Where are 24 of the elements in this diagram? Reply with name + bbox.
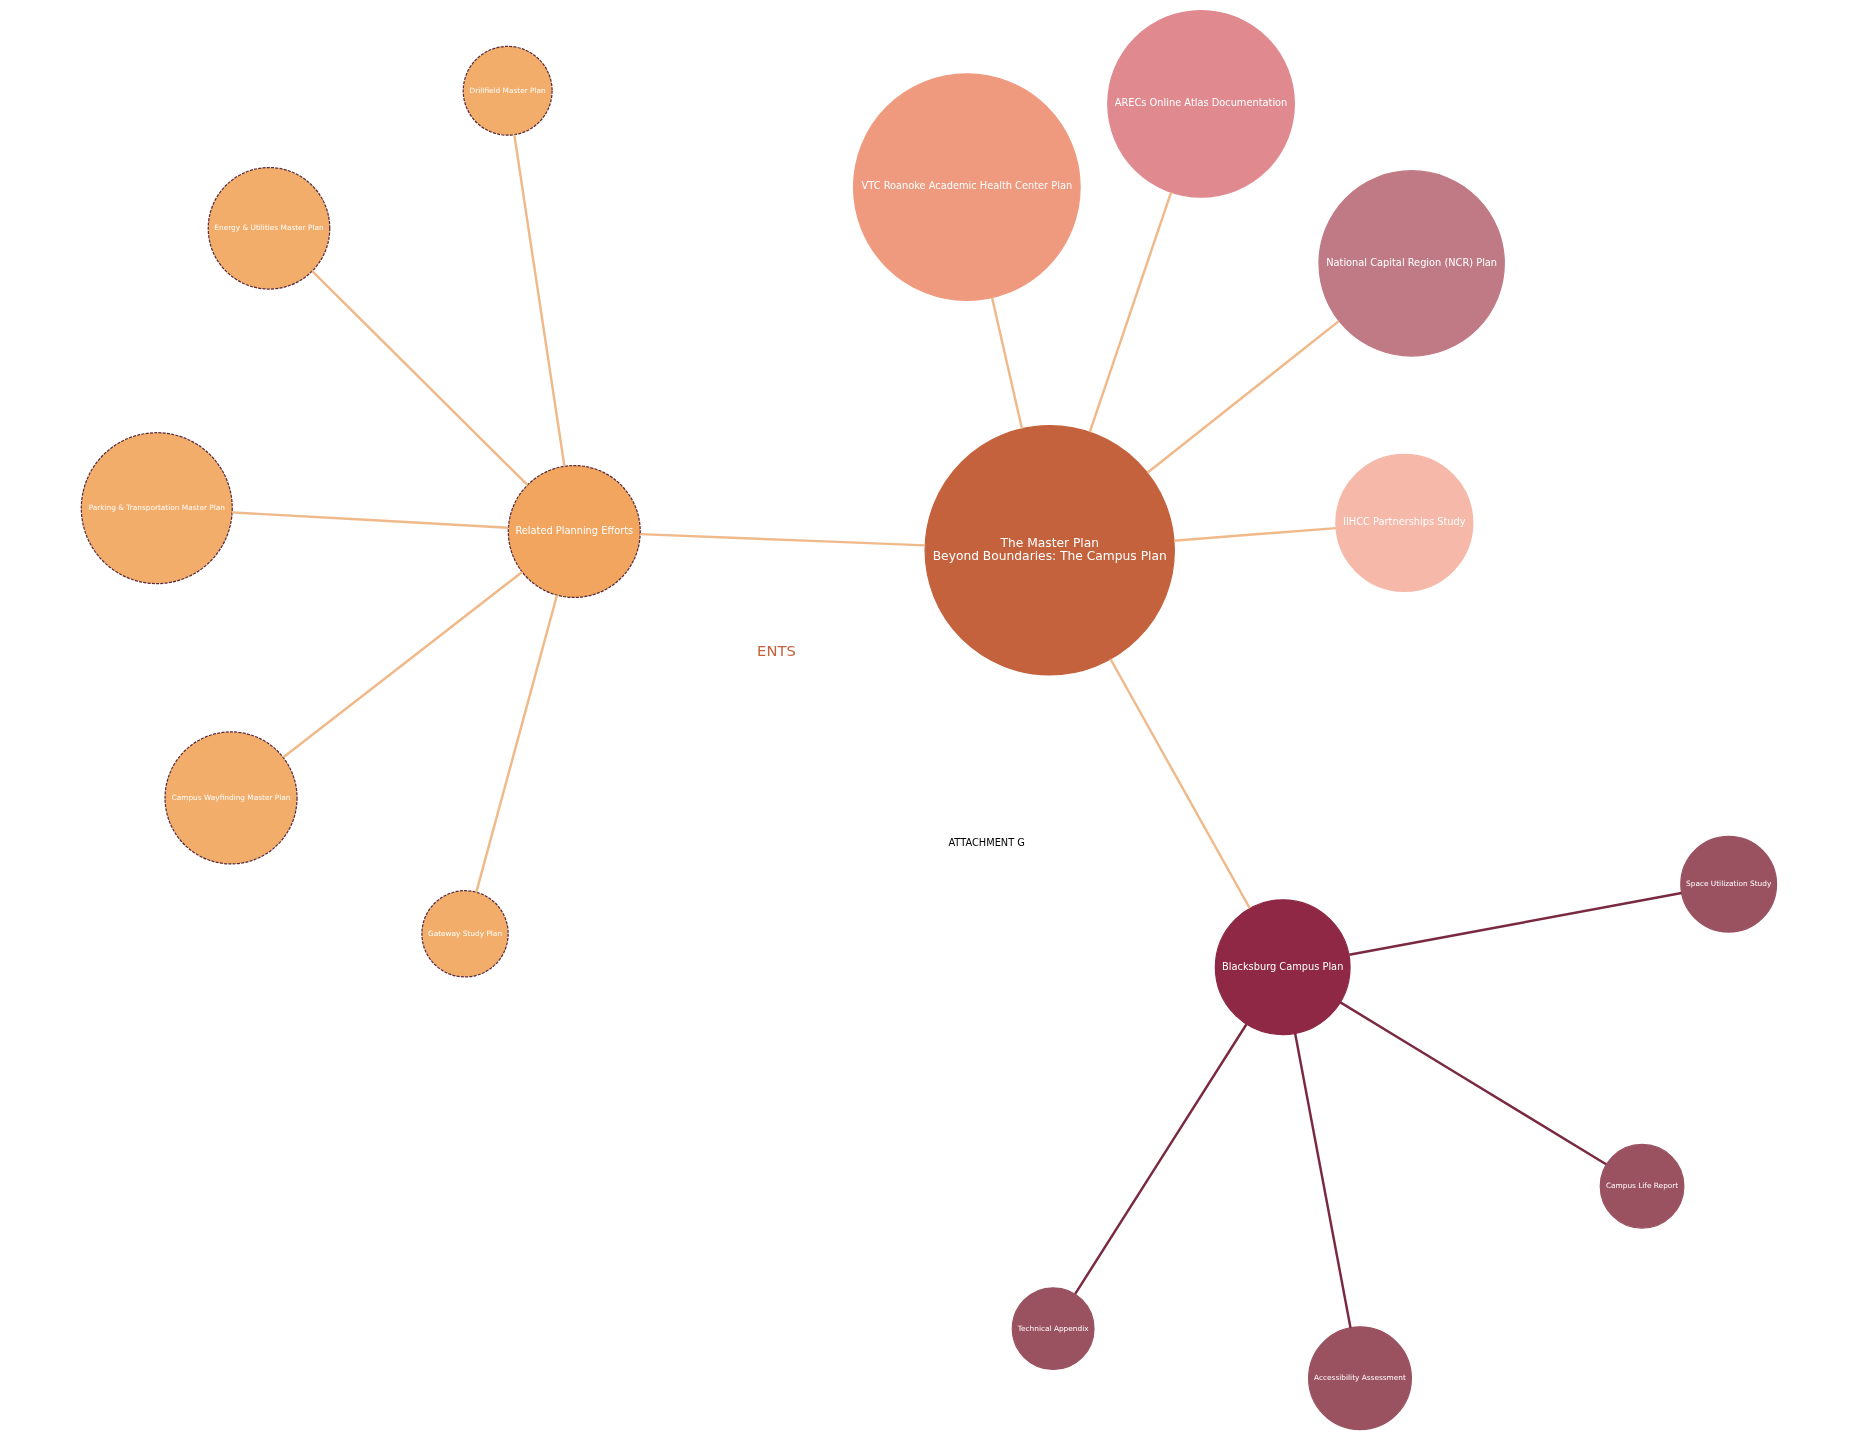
connector: [512, 134, 566, 467]
connector: [1348, 891, 1682, 957]
label: ENTS: [756, 642, 796, 660]
connector: [310, 270, 528, 486]
node-circle: The Master Plan Beyond Boundaries: The Campus Plan: [924, 425, 1175, 676]
node-circle: Related Planning Efforts: [507, 464, 641, 599]
connector: [1073, 1023, 1247, 1295]
node-circle: VTC Roanoke Academic Health Center Plan: [852, 73, 1081, 302]
connector: [1293, 1033, 1352, 1328]
connector: [474, 594, 558, 893]
connector: [1108, 658, 1251, 909]
connector: [231, 511, 508, 530]
node-circle: ARECs Online Atlas Documentation: [1106, 9, 1295, 198]
connector: [639, 532, 925, 547]
label: ATTACHMENT G: [947, 837, 1025, 849]
connector: [1088, 191, 1172, 433]
connector: [990, 297, 1023, 430]
connector: [1146, 320, 1340, 474]
connector: [282, 571, 523, 759]
node-circle: IIHCC Partnerships Study: [1334, 453, 1473, 592]
connector: [1339, 1001, 1607, 1166]
node-circle: Blacksburg Campus Plan: [1214, 899, 1351, 1036]
connector: [1173, 526, 1336, 542]
node-circle: National Capital Region (NCR) Plan: [1317, 170, 1505, 357]
